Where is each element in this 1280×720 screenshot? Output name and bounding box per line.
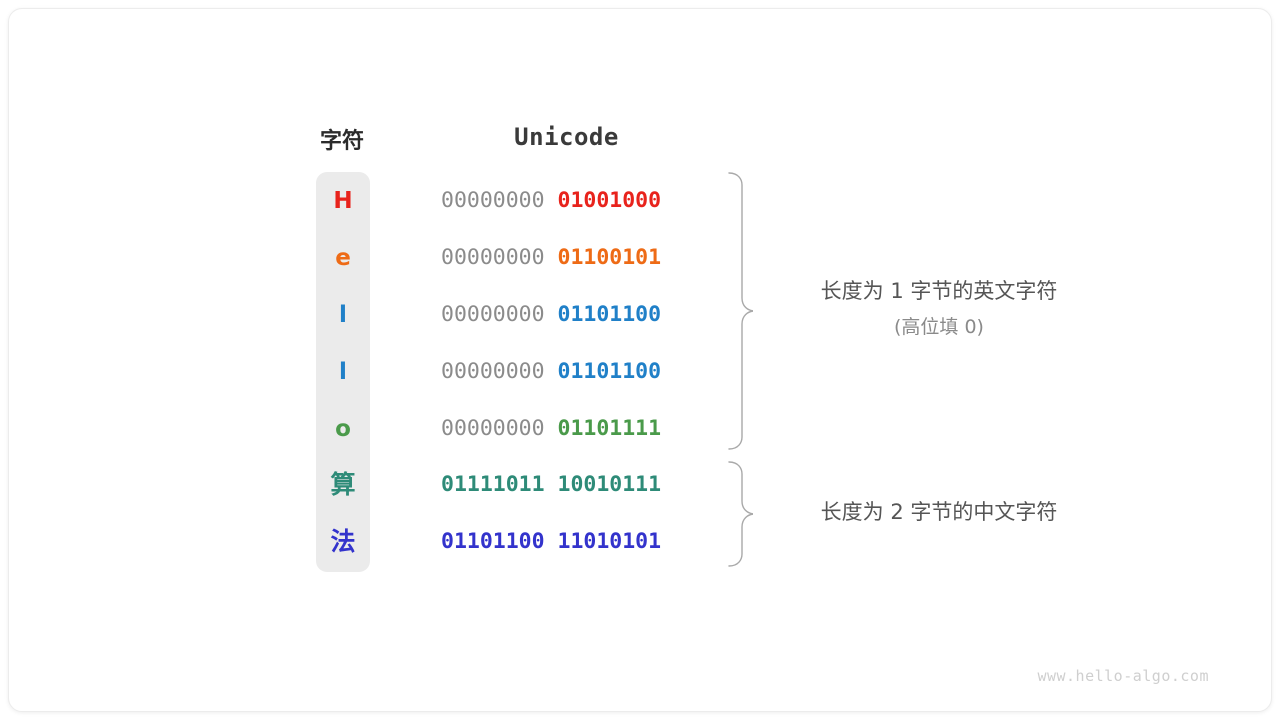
binary-row: 00000000 01001000 [441,187,692,215]
annotation-group: 长度为 1 字节的英文字符 (高位填 0) [784,275,1094,339]
character-cell: e [335,245,351,271]
binary-low-byte: 01101100 [557,359,662,384]
binary-row: 01111011 10010111 [441,471,692,499]
curly-brace [728,461,753,567]
binary-low-byte: 10010111 [557,472,662,497]
character-cell: l [339,359,347,385]
binary-high-byte: 01101100 [441,529,545,554]
site-watermark: www.hello-algo.com [1037,667,1209,685]
binary-high-byte: 00000000 [441,359,545,384]
binary-high-byte: 00000000 [441,188,545,213]
annotation-text: 长度为 1 字节的英文字符 [820,279,1058,303]
diagram-card: 字符 Unicode H 00000000 01001000 e 00000000 0… [8,8,1272,712]
character-cell: l [339,302,347,328]
binary-high-byte: 01111011 [441,472,545,497]
binary-low-byte: 01101100 [557,302,662,327]
character-cell: 法 [330,527,356,556]
binary-row: 00000000 01101100 [441,358,692,386]
binary-low-byte: 01100101 [557,245,662,270]
annotation-text: 长度为 2 字节的中文字符 [820,500,1058,524]
binary-row: 01101100 11010101 [441,528,692,556]
binary-low-byte: 01101111 [557,416,662,441]
annotation-subtext: (高位填 0) [894,316,984,338]
binary-low-byte: 11010101 [557,529,662,554]
annotation-group: 长度为 2 字节的中文字符 [784,496,1094,526]
binary-high-byte: 00000000 [441,245,545,270]
column-header-character: 字符 [319,129,364,154]
binary-row: 00000000 01100101 [441,244,692,272]
character-cell: o [335,416,351,442]
binary-row: 00000000 01101111 [441,415,692,443]
character-cell: 算 [330,470,356,499]
binary-high-byte: 00000000 [441,416,545,441]
character-cell: H [333,188,353,214]
column-header-unicode: Unicode [514,123,619,151]
binary-row: 00000000 01101100 [441,301,692,329]
binary-low-byte: 01001000 [557,188,662,213]
binary-high-byte: 00000000 [441,302,545,327]
curly-brace [728,172,753,450]
character-column-background [316,172,370,572]
